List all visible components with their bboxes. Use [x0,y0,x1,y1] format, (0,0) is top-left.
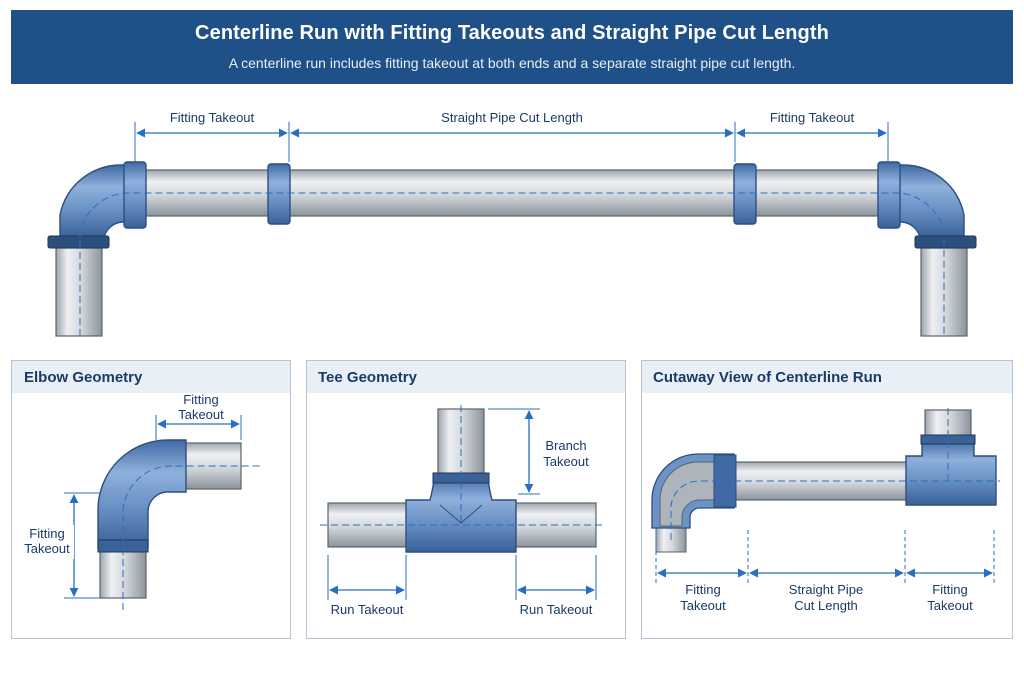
elbow-side-label-bg [20,525,74,559]
tee-panel-title: Tee Geometry [318,369,418,386]
page-subtitle: A centerline run includes fitting takeou… [228,55,796,71]
cutaway-left-label-2: Takeout [680,598,726,613]
right-coupling [733,163,757,225]
cutaway-panel-title: Cutaway View of Centerline Run [653,369,882,386]
tee-left-run-label: Run Takeout [331,602,404,617]
cutaway-right-label-2: Takeout [927,598,973,613]
panel-elbow-geometry: Elbow Geometry Fitting Takeout Fitting T… [11,360,291,639]
elbow-top-label-1: Fitting [183,392,218,407]
right-elbow-socket-side [877,161,901,229]
cutaway-mid-label-2: Cut Length [794,598,858,613]
tee-right-run-label: Run Takeout [520,602,593,617]
cutaway-mid-label-1: Straight Pipe [789,582,863,597]
tee-branch-label-2: Takeout [543,454,589,469]
cutaway-panel-header [642,361,1012,393]
right-elbow-socket-bottom [914,235,977,249]
label-straight-cut: Straight Pipe Cut Length [441,110,583,125]
tee-branch-label-1: Branch [545,438,586,453]
panel-cutaway-view: Cutaway View of Centerline Run Fitting T… [641,360,1013,639]
left-elbow-socket-side [123,161,147,229]
label-right-takeout: Fitting Takeout [770,110,855,125]
tee-panel-header [307,361,625,393]
cutaway-centerline [670,480,1000,540]
header-banner: Centerline Run with Fitting Takeouts and… [11,10,1013,84]
centerline [79,192,945,336]
left-coupling [267,163,291,225]
elbow-panel-header [12,361,290,393]
elbow-side-label-1: Fitting [29,526,64,541]
tee-body-seam [439,504,483,524]
main-run-diagram: Fitting Takeout Straight Pipe Cut Length… [47,110,977,337]
page-title: Centerline Run with Fitting Takeouts and… [195,22,829,44]
right-elbow-fitting [895,164,965,239]
panel-tee-geometry: Tee Geometry Branch Takeout Run Takeout … [306,360,626,639]
elbow-fitting-body [97,439,187,549]
elbow-top-label-2: Takeout [178,407,224,422]
elbow-centerline [122,465,262,610]
cutaway-elbow-interior [659,461,731,527]
elbow-side-label-2: Takeout [24,541,70,556]
left-vertical-pipe [55,247,103,337]
left-elbow-socket-bottom [47,235,110,249]
elbow-panel-title: Elbow Geometry [24,369,143,386]
cutaway-left-label-1: Fitting [685,582,720,597]
cutaway-right-label-1: Fitting [932,582,967,597]
label-left-takeout: Fitting Takeout [170,110,255,125]
left-elbow-fitting [59,164,129,239]
